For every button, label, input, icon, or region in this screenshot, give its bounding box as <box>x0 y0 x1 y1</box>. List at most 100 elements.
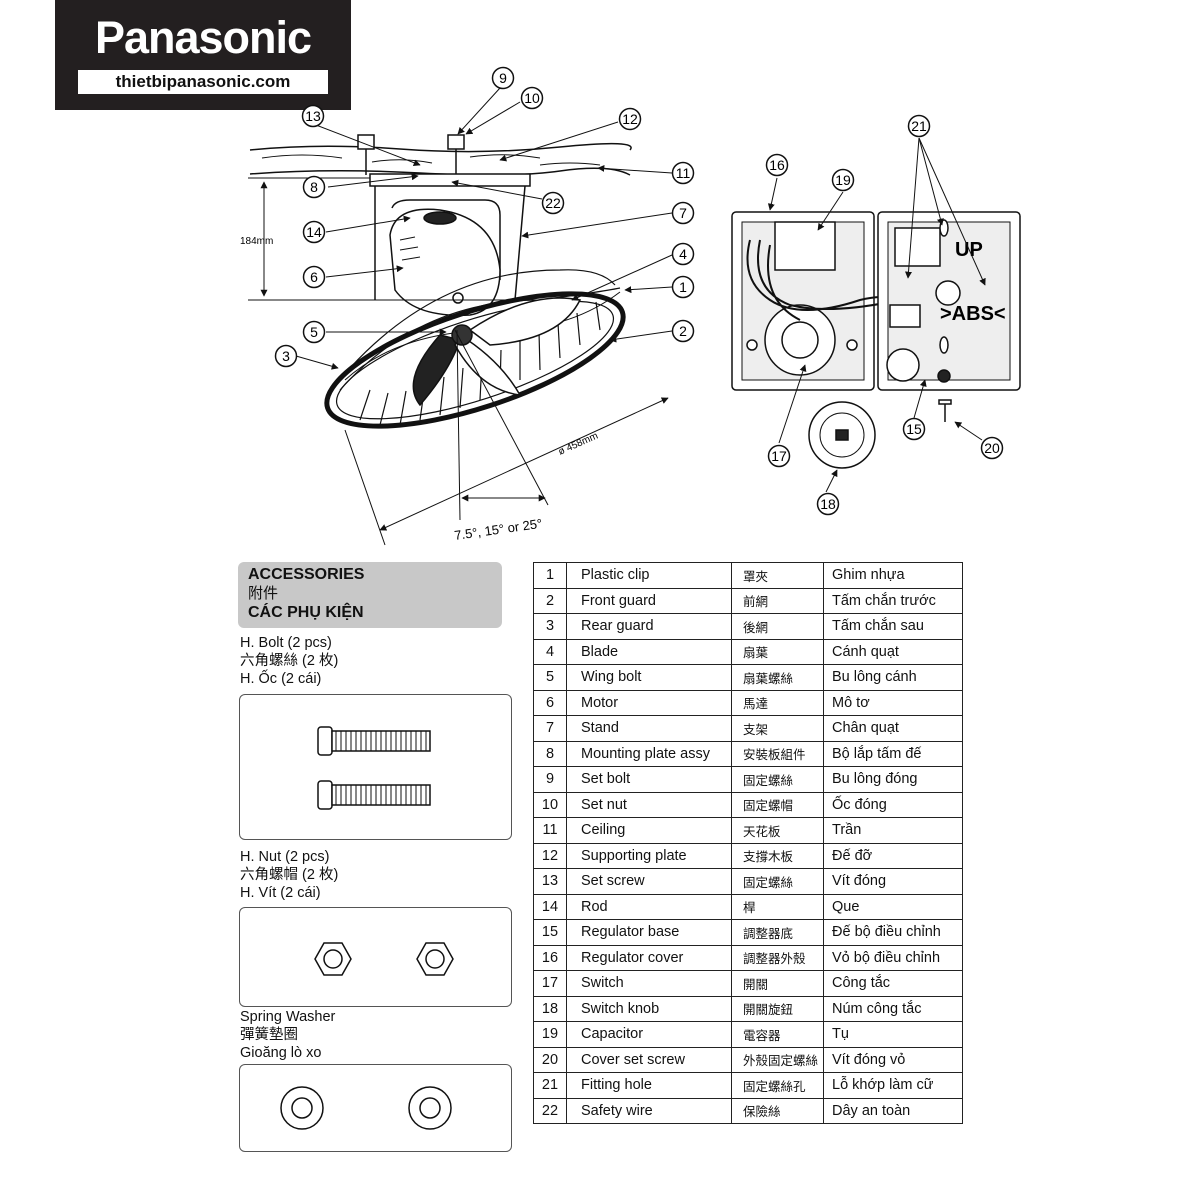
accessories-title-en: ACCESSORIES <box>248 566 365 583</box>
part-name-zh: 保險絲 <box>731 1097 824 1124</box>
tilt-label: 7.5°, 15° or 25° <box>453 516 543 543</box>
nut-label-en: H. Nut (2 pcs) <box>240 849 330 865</box>
part-name-en: Fitting hole <box>566 1072 732 1099</box>
part-name-vi: Tấm chắn trước <box>823 587 963 614</box>
part-name-en: Plastic clip <box>566 562 732 589</box>
callout-number: 13 <box>305 108 321 124</box>
part-name-zh: 固定螺絲 <box>731 766 824 793</box>
part-name-en: Stand <box>566 715 732 742</box>
part-name-zh: 扇葉螺絲 <box>731 664 824 691</box>
callout-number: 4 <box>679 246 687 262</box>
callout-21: 21 <box>907 114 931 138</box>
diameter-label: ø 458mm <box>557 431 600 458</box>
callout-2: 2 <box>671 319 695 343</box>
part-name-en: Regulator base <box>566 919 732 946</box>
part-number: 1 <box>533 562 567 589</box>
callout-14: 14 <box>302 220 326 244</box>
abs-label: >ABS< <box>940 303 1006 325</box>
website-label: thietbipanasonic.com <box>78 70 328 94</box>
callout-number: 22 <box>545 195 561 211</box>
part-name-zh: 前網 <box>731 587 824 614</box>
part-name-vi: Núm công tắc <box>823 995 963 1022</box>
nut-label-vi: H. Vít (2 cái) <box>240 885 321 901</box>
part-number: 4 <box>533 638 567 665</box>
set-bolts <box>357 134 465 175</box>
motor <box>389 208 501 317</box>
part-number: 22 <box>533 1097 567 1124</box>
callout-6: 6 <box>302 265 326 289</box>
callout-16: 16 <box>765 153 789 177</box>
washer-label-vi: Gioăng lò xo <box>240 1045 322 1061</box>
callout-number: 15 <box>906 421 922 437</box>
part-name-vi: Công tắc <box>823 970 963 997</box>
part-number: 7 <box>533 715 567 742</box>
callout-19: 19 <box>831 168 855 192</box>
callout-5: 5 <box>302 320 326 344</box>
fan-blade <box>412 297 582 407</box>
callout-8: 8 <box>302 175 326 199</box>
part-name-en: Set nut <box>566 791 732 818</box>
part-name-vi: Ghim nhựa <box>823 562 963 589</box>
part-name-vi: Bu lông cánh <box>823 664 963 691</box>
ceiling-beam <box>249 142 632 176</box>
washer-label-en: Spring Washer <box>240 1009 336 1025</box>
callout-number: 21 <box>911 118 927 134</box>
callout-22: 22 <box>541 191 565 215</box>
accessory-washer-label: Spring Washer 彈簧墊圈 Gioăng lò xo <box>240 1008 335 1062</box>
callout-4: 4 <box>671 242 695 266</box>
part-name-en: Blade <box>566 638 732 665</box>
callout-number: 20 <box>984 440 1000 456</box>
leader-lines <box>295 87 986 493</box>
callout-number: 1 <box>679 279 687 295</box>
part-name-en: Front guard <box>566 587 732 614</box>
part-name-zh: 支撐木板 <box>731 842 824 869</box>
callout-number: 3 <box>282 348 290 364</box>
callout-13: 13 <box>301 104 325 128</box>
accessory-nut-label: H. Nut (2 pcs) 六角螺帽 (2 枚) H. Vít (2 cái) <box>240 848 338 902</box>
part-name-zh: 天花板 <box>731 817 824 844</box>
part-number: 11 <box>533 817 567 844</box>
part-name-zh: 電容器 <box>731 1021 824 1048</box>
part-name-en: Capacitor <box>566 1021 732 1048</box>
callout-20: 20 <box>980 436 1004 460</box>
accessory-bolt-box <box>239 694 512 840</box>
callout-9: 9 <box>491 66 515 90</box>
part-number: 19 <box>533 1021 567 1048</box>
callout-number: 11 <box>676 165 691 181</box>
part-name-en: Switch knob <box>566 995 732 1022</box>
callout-number: 14 <box>306 224 322 240</box>
part-number: 16 <box>533 944 567 971</box>
bolt-label-en: H. Bolt (2 pcs) <box>240 635 332 651</box>
part-name-vi: Bu lông đóng <box>823 766 963 793</box>
washer-label-zh: 彈簧墊圈 <box>240 1027 298 1043</box>
callout-number: 17 <box>771 448 787 464</box>
accessory-washer-box <box>239 1064 512 1152</box>
part-name-zh: 罩夾 <box>731 562 824 589</box>
part-name-vi: Đế đỡ <box>823 842 963 869</box>
part-name-en: Mounting plate assy <box>566 740 732 767</box>
part-name-vi: Tụ <box>823 1021 963 1048</box>
part-name-zh: 支架 <box>731 715 824 742</box>
part-number: 8 <box>533 740 567 767</box>
spring-washer-icon <box>280 1086 452 1130</box>
part-name-zh: 開關 <box>731 970 824 997</box>
callout-number: 10 <box>524 90 540 106</box>
